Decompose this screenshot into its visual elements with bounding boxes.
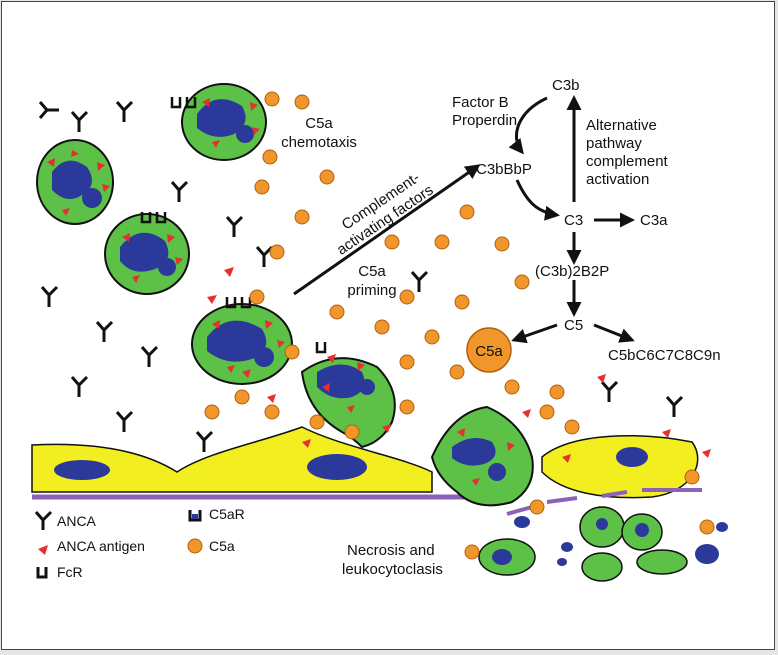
- legend-c5ar: C5aR: [209, 506, 245, 522]
- c5ar-legend-icon: [188, 510, 202, 522]
- legend-anca: ANCA: [57, 513, 97, 529]
- neutrophil: [36, 139, 114, 225]
- c5a-particles: [204, 91, 715, 560]
- mac-label: C5bC6C7C8C9n: [608, 347, 721, 364]
- anca-legend-icon: [34, 510, 53, 530]
- c3b-label: C3b: [552, 77, 580, 94]
- legend: ANCA ANCA antigen FcR C5aR C5a: [34, 506, 245, 580]
- neutrophil: [430, 405, 534, 507]
- neutrophil: [181, 83, 267, 161]
- c5a-legend-icon: [187, 538, 203, 554]
- antigen-legend-icon: [38, 545, 48, 555]
- legend-fcr: FcR: [57, 564, 83, 580]
- c3a-label: C3a: [640, 212, 668, 229]
- neutrophil: [104, 213, 190, 295]
- alt-pathway-line2: pathway: [586, 135, 642, 152]
- necrosis-label-1: Necrosis and: [347, 542, 435, 559]
- c5a-large-label: C5a: [475, 343, 503, 360]
- neutrophil: [191, 303, 293, 385]
- priming-label-1: C5a: [358, 263, 386, 280]
- neutrophil: [300, 357, 396, 449]
- complement-factors-label: Complement- activating factors: [334, 169, 437, 259]
- c3-label: C3: [564, 212, 583, 229]
- priming-label-2: priming: [347, 282, 396, 299]
- necrotic-fragments: [478, 506, 728, 582]
- c3bbbp-label: C3bBbP: [476, 161, 532, 178]
- chemotaxis-label-1: C5a: [305, 115, 333, 132]
- c5a-large: C5a: [466, 327, 512, 373]
- basement-membrane: [32, 488, 702, 516]
- chemotaxis-label-2: chemotaxis: [281, 134, 357, 151]
- alt-pathway-line3: complement: [586, 153, 669, 170]
- properdin-label: Properdin: [452, 112, 517, 129]
- pathway-arrows: [293, 95, 635, 344]
- receptors: [140, 97, 327, 354]
- alt-pathway-line4: activation: [586, 171, 649, 188]
- legend-anca-antigen: ANCA antigen: [57, 538, 145, 554]
- alt-pathway-line1: Alternative: [586, 117, 657, 134]
- endothelium: [31, 426, 699, 499]
- anca-antibodies: [38, 100, 684, 452]
- free-anca-antigens: [207, 267, 711, 463]
- c3b2b2p-label: (C3b)2B2P: [535, 263, 609, 280]
- c5-label: C5: [564, 317, 583, 334]
- factor-b-label: Factor B: [452, 94, 509, 111]
- fcr-legend-icon: [36, 567, 48, 579]
- necrosis-label-2: leukocytoclasis: [342, 561, 443, 578]
- legend-c5a: C5a: [209, 538, 235, 554]
